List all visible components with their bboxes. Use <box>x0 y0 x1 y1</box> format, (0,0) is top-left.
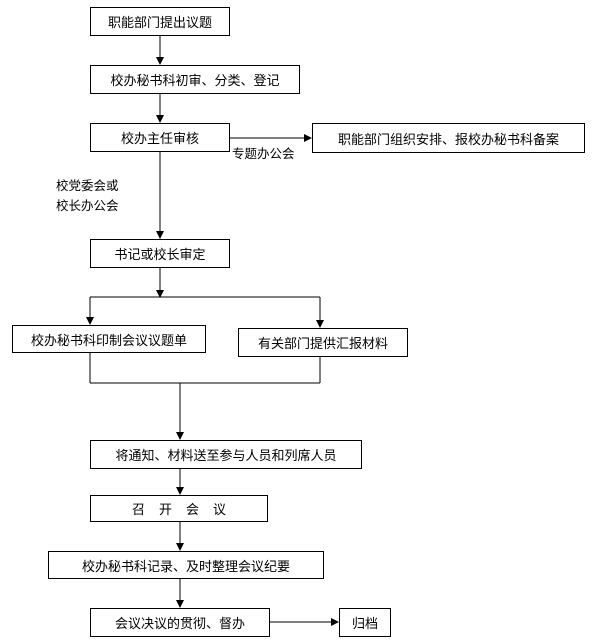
node-secretary-approve: 书记或校长审定 <box>90 239 230 268</box>
edge-label-party-meeting-1: 校党委会或 <box>56 178 119 193</box>
node-implement: 会议决议的贯彻、督办 <box>90 608 270 637</box>
node-initial-review: 校办秘书科初审、分类、登记 <box>90 65 300 94</box>
node-archive: 归档 <box>339 608 391 637</box>
node-propose-topic: 职能部门提出议题 <box>90 7 230 36</box>
edge-label-party-meeting-2: 校长办公会 <box>56 198 119 213</box>
node-print-topic-list: 校办秘书科印制会议议题单 <box>12 325 206 353</box>
node-department-arrange: 职能部门组织安排、报校办秘书科备案 <box>312 123 585 153</box>
node-minutes: 校办秘书科记录、及时整理会议纪要 <box>48 551 324 579</box>
node-hold-meeting: 召开会议 <box>90 495 268 522</box>
edge-label-special-meeting: 专题办公会 <box>232 146 295 161</box>
node-director-review: 校办主任审核 <box>90 123 230 152</box>
node-send-notice: 将通知、材料送至参与人员和列席人员 <box>90 440 362 469</box>
node-provide-materials: 有关部门提供汇报材料 <box>238 328 408 357</box>
